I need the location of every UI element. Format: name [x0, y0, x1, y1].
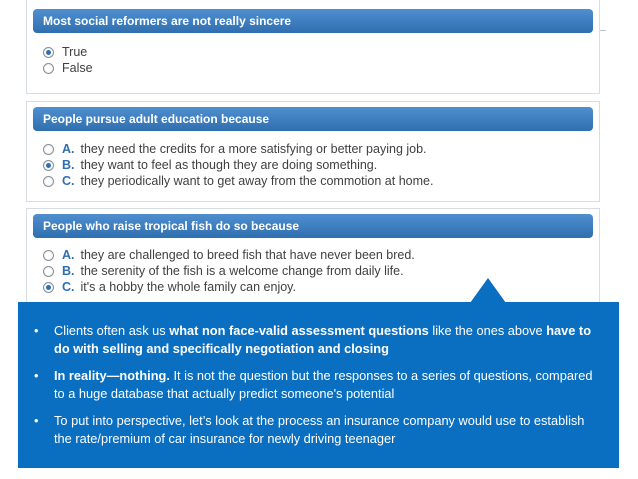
callout-bullet-2: • In reality—nothing. It is not the ques… [30, 367, 605, 403]
option-label: the serenity of the fish is a welcome ch… [80, 264, 404, 278]
bullet-text: It is not the question but the responses… [54, 368, 593, 401]
option-false[interactable]: False [43, 60, 591, 76]
option-true[interactable]: True [43, 44, 591, 60]
bullet-bold-text: In reality—nothing. [54, 368, 170, 383]
side-divider-line [600, 30, 606, 31]
question-2-header: People pursue adult education because [33, 107, 593, 131]
bullet-text: like the ones above [428, 323, 547, 338]
option-c[interactable]: C. it's a hobby the whole family can enj… [43, 279, 591, 295]
bullet-glyph: • [34, 368, 39, 383]
option-b[interactable]: B. they want to feel as though they are … [43, 157, 591, 173]
option-label: False [62, 61, 93, 75]
question-card-1: Most social reformers are not really sin… [26, 0, 600, 94]
option-letter: B. [62, 264, 75, 278]
radio-button[interactable] [43, 175, 54, 187]
question-3-options: A. they are challenged to breed fish tha… [43, 247, 591, 295]
radio-button[interactable] [43, 143, 54, 155]
option-a[interactable]: A. they need the credits for a more sati… [43, 141, 591, 157]
option-letter: B. [62, 158, 75, 172]
radio-button-selected[interactable] [43, 281, 54, 293]
option-letter: A. [62, 142, 75, 156]
callout-bullet-list: • Clients often ask us what non face-val… [30, 322, 605, 457]
bullet-glyph: • [34, 323, 39, 338]
option-label: they periodically want to get away from … [80, 174, 434, 188]
question-card-3: People who raise tropical fish do so bec… [26, 208, 600, 304]
bullet-text: To put into perspective, let’s look at t… [54, 413, 585, 446]
option-c[interactable]: C. they periodically want to get away fr… [43, 173, 591, 189]
callout-bullet-3: • To put into perspective, let’s look at… [30, 412, 605, 448]
radio-button-selected[interactable] [43, 46, 54, 58]
option-letter: A. [62, 248, 75, 262]
option-label: it's a hobby the whole family can enjoy. [80, 280, 296, 294]
question-card-2: People pursue adult education because A.… [26, 101, 600, 202]
explanation-callout: • Clients often ask us what non face-val… [18, 302, 619, 468]
radio-button[interactable] [43, 249, 54, 261]
bullet-bold-text: what non face-valid assessment questions [169, 323, 429, 338]
radio-button-selected[interactable] [43, 159, 54, 171]
question-2-options: A. they need the credits for a more sati… [43, 141, 591, 189]
option-label: they want to feel as though they are doi… [80, 158, 378, 172]
bullet-text: Clients often ask us [54, 323, 170, 338]
bullet-bold-text: have to do with selling and specifically… [54, 323, 592, 356]
radio-button[interactable] [43, 62, 54, 74]
bullet-glyph: • [34, 413, 39, 428]
option-letter: C. [62, 174, 75, 188]
callout-pointer-arrow [470, 278, 506, 303]
option-label: they need the credits for a more satisfy… [80, 142, 427, 156]
option-label: True [62, 45, 88, 59]
option-label: they are challenged to breed fish that h… [80, 248, 415, 262]
option-letter: C. [62, 280, 75, 294]
question-1-options: True False [43, 44, 591, 76]
question-1-header: Most social reformers are not really sin… [33, 9, 593, 33]
question-3-header: People who raise tropical fish do so bec… [33, 214, 593, 238]
option-b[interactable]: B. the serenity of the fish is a welcome… [43, 263, 591, 279]
radio-button[interactable] [43, 265, 54, 277]
callout-bullet-1: • Clients often ask us what non face-val… [30, 322, 605, 358]
option-a[interactable]: A. they are challenged to breed fish tha… [43, 247, 591, 263]
